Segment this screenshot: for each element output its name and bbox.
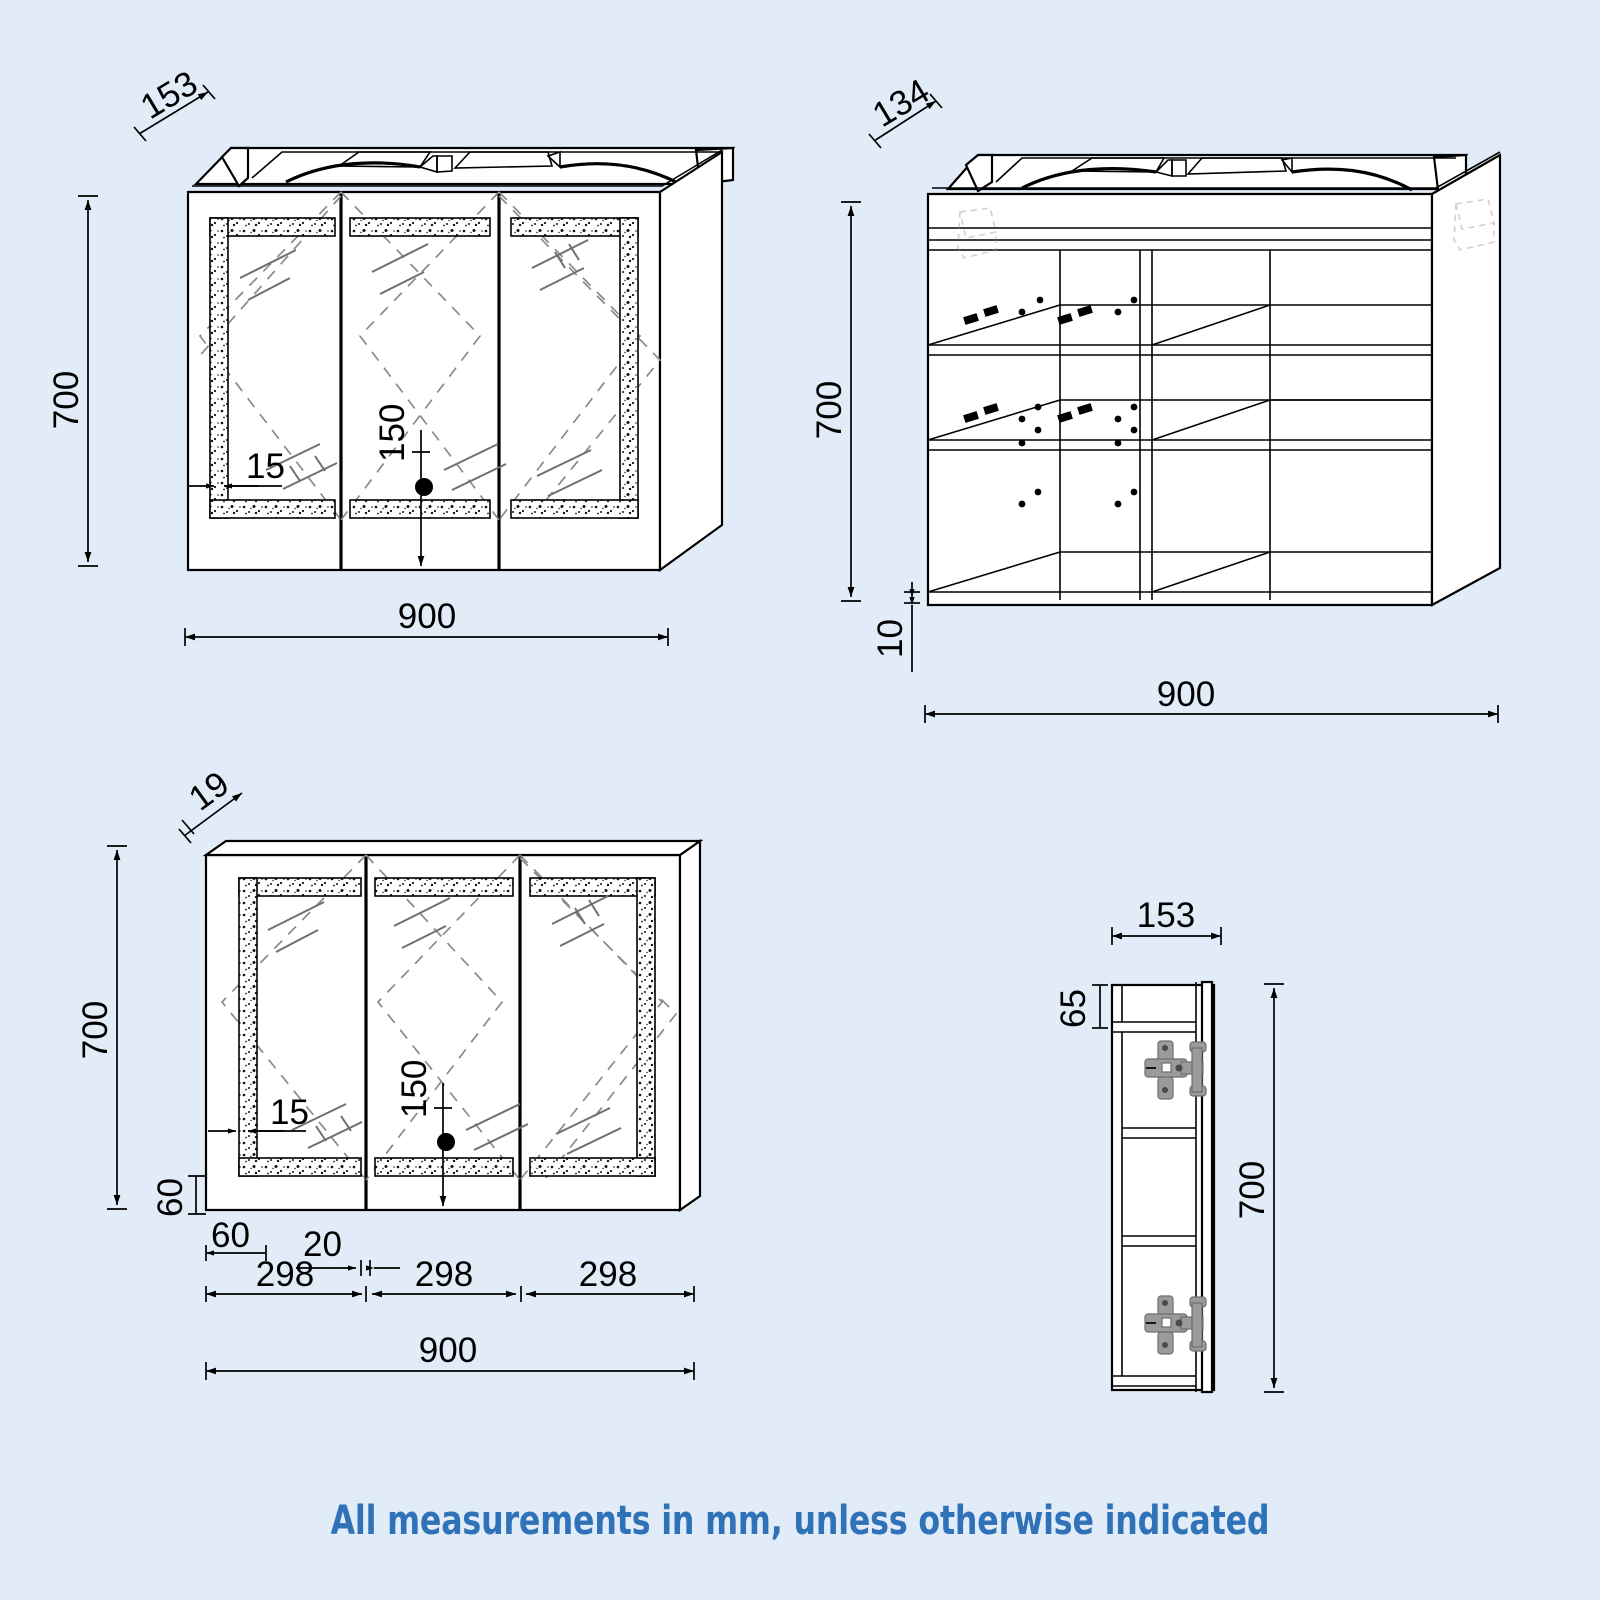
- dimension-153-side: 153: [1111, 896, 1222, 945]
- top-panel-right: [453, 151, 554, 169]
- hinge-lower: [1144, 1295, 1207, 1355]
- dimension-15-b: 15: [208, 1093, 309, 1134]
- shelf-2-left-persp: [927, 304, 1061, 346]
- dimension-label-15-b: 15: [270, 1093, 309, 1132]
- dimension-label-900-b: 900: [1157, 675, 1215, 714]
- top-panel-right-2: [1186, 157, 1288, 175]
- dimension-900-a: 900: [184, 597, 669, 646]
- top-curve-right-2: [1291, 167, 1413, 192]
- dimension-label-150-a: 150: [373, 404, 412, 462]
- shelf-support-brackets: [963, 305, 1093, 423]
- dimension-label-20: 20: [303, 1225, 342, 1264]
- hinge-plate-left: [957, 207, 998, 259]
- top-slot-b: [436, 155, 453, 173]
- dimension-700-left-c: 700: [76, 845, 127, 1210]
- dimension-19: 19: [178, 764, 243, 844]
- cabinet-right-side: [658, 149, 724, 573]
- top-panel-left-2: [1069, 157, 1166, 173]
- hinge-dot-marker: [415, 478, 433, 496]
- led-strip-door-1: [209, 217, 336, 519]
- dimension-20: 20: [296, 1225, 400, 1276]
- dimension-65: 65: [1054, 984, 1108, 1029]
- carcass-top-lip: [932, 151, 1501, 189]
- cabinet-top-lip: [192, 149, 723, 187]
- dimension-153-top-left: 153: [133, 63, 216, 142]
- dimension-298-group: 298 298 298: [205, 1255, 695, 1302]
- elev-mirror-glints: [267, 895, 622, 1155]
- elevation-top-edge: [202, 839, 704, 857]
- cornice-left-tab-2: [964, 153, 994, 193]
- shelf-1-right-persp: [1151, 399, 1271, 441]
- hinge-plate-right: [1453, 198, 1496, 251]
- elev-hinge-dot: [437, 1133, 455, 1151]
- dimension-label-298-a: 298: [256, 1255, 314, 1294]
- dimension-label-153-a: 153: [134, 63, 204, 127]
- cornice-left-tab: [220, 146, 250, 188]
- base-left-persp: [927, 551, 1061, 593]
- elevation-right-edge: [678, 838, 702, 1213]
- top-curve-right: [559, 162, 681, 186]
- dimension-150-a: 150: [373, 404, 430, 566]
- dimension-label-10: 10: [871, 619, 910, 658]
- measurement-note: All measurements in mm, unless otherwise…: [330, 1498, 1270, 1544]
- dimension-label-134: 134: [866, 71, 936, 135]
- top-slot-c: [546, 150, 561, 169]
- dimension-label-60-h: 60: [211, 1216, 250, 1255]
- dimension-label-900-a: 900: [398, 597, 456, 636]
- elev-led-door-2: [374, 877, 514, 1177]
- dimension-label-700-d: 700: [1233, 1161, 1272, 1219]
- mirror-glint-marks: [239, 239, 603, 497]
- view-front-iso-closed: 153: [47, 63, 736, 646]
- side-door-panel: [1200, 980, 1214, 1394]
- dimension-label-153-b: 153: [1137, 896, 1195, 935]
- dimension-900-c: 900: [205, 1331, 695, 1380]
- cornice-top-face-2: [945, 153, 1469, 191]
- dimension-15-a: 15: [188, 447, 285, 489]
- dimension-label-150-b: 150: [395, 1060, 434, 1118]
- top-slot-b2: [1171, 159, 1187, 177]
- dimension-label-700-a: 700: [47, 371, 86, 429]
- dimension-label-700-c: 700: [76, 1001, 115, 1059]
- view-side-section: 153: [1054, 896, 1284, 1394]
- top-panel-left: [336, 151, 432, 168]
- dimension-700-right: 700: [1233, 983, 1284, 1393]
- led-strip-door-2: [349, 217, 491, 519]
- top-plate-edge: [251, 151, 720, 179]
- led-strip-door-3: [510, 217, 639, 519]
- dimension-label-19: 19: [182, 764, 236, 818]
- dimension-label-15-a: 15: [246, 447, 285, 486]
- side-carcass: [1110, 983, 1216, 1392]
- elev-led-door-1: [238, 877, 362, 1177]
- dimension-label-700-b: 700: [810, 381, 849, 439]
- dimension-60-vertical: 60: [151, 1175, 206, 1217]
- dimension-label-60-v: 60: [151, 1178, 190, 1217]
- shelf-pin-holes: [1018, 296, 1138, 508]
- top-plate-edge-2: [995, 157, 1456, 183]
- dimension-10: 10: [871, 582, 920, 672]
- top-curve-left-2: [1021, 166, 1157, 190]
- dimension-label-900-c: 900: [419, 1331, 477, 1370]
- dimension-134-top-right: 134: [866, 71, 943, 149]
- base-right-persp: [1151, 551, 1271, 593]
- dimension-150-b: 150: [395, 1060, 452, 1206]
- dimension-60-horizontal: 60: [205, 1216, 267, 1261]
- dimension-700-left-b: 700: [810, 201, 861, 602]
- view-interior-shelves: 134: [810, 71, 1502, 723]
- shelf-2-right-persp: [1151, 304, 1271, 346]
- cornice-top-face: [193, 146, 736, 186]
- dimension-label-65: 65: [1054, 989, 1093, 1028]
- dimension-label-298-b: 298: [415, 1255, 473, 1294]
- dimension-900-b: 900: [924, 675, 1499, 723]
- top-curve-left: [285, 161, 421, 184]
- dimension-label-298-c: 298: [579, 1255, 637, 1294]
- elev-led-door-3: [529, 877, 656, 1177]
- carcass-right-side: [1430, 153, 1502, 607]
- hinge-upper: [1144, 1040, 1207, 1100]
- view-front-elevation: 19: [76, 764, 704, 1380]
- top-slot-c2: [1280, 157, 1293, 175]
- dimension-700-left-a: 700: [47, 195, 98, 567]
